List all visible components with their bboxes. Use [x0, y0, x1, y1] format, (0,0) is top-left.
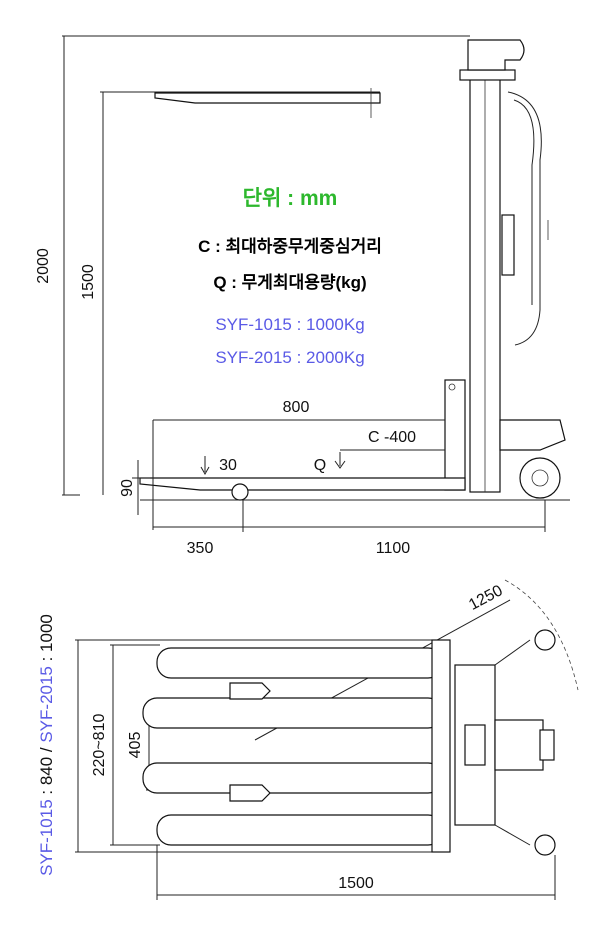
chassis-body	[499, 419, 566, 451]
dim-fork-min-label: 405	[127, 732, 144, 759]
handle-bar	[507, 91, 542, 346]
fork-clamp-bottom	[229, 784, 271, 802]
load-arrow-icon	[334, 452, 346, 469]
raised-fork	[154, 92, 381, 104]
dim-width-mid: : 840 /	[37, 743, 56, 800]
model-syf-1015: SYF-1015 : 1000Kg	[215, 315, 364, 334]
dim-front-label: 350	[187, 540, 214, 557]
fork-outer-top	[156, 647, 443, 679]
dim-lowered-height-label: 90	[119, 479, 136, 497]
dim-length-label: 1500	[338, 875, 374, 892]
dim-fork-spread-label: 220~810	[91, 714, 108, 777]
side-view: 2000 1500 800 C -400	[35, 35, 570, 557]
dim-total-height-label: 2000	[35, 248, 52, 284]
dim-30-arrow-icon	[200, 456, 210, 476]
front-roller	[231, 483, 249, 501]
pump-unit	[464, 724, 486, 766]
handle-bar-inner	[513, 99, 535, 305]
carriage-plate	[431, 639, 451, 853]
c-definition: C : 최대하중무게중심거리	[198, 237, 382, 256]
load-symbol-q: Q	[314, 457, 326, 474]
dim-width-model2: SYF-2015	[37, 666, 56, 743]
fork-clamp-top	[229, 682, 271, 700]
fork-inner-bottom	[142, 762, 443, 794]
dim-width-suffix: : 1000	[37, 614, 56, 666]
wheel-bottom	[534, 834, 556, 856]
dim-fork-thickness-label: 30	[219, 457, 237, 474]
wheel-arms	[494, 639, 531, 846]
fork-inner-top	[142, 697, 443, 729]
fork-carriage	[444, 379, 466, 491]
top-view: 1250 SYF-1015 : 840 / SYF-2015 : 1000 22…	[37, 579, 579, 900]
dim-lift-height-label: 1500	[80, 264, 97, 300]
dim-load-center-label: C -400	[368, 429, 416, 446]
model-syf-2015: SYF-2015 : 2000Kg	[215, 348, 364, 367]
lowered-fork	[139, 477, 466, 491]
dim-turn-radius-label: 1250	[466, 582, 505, 614]
dim-base-label: 1100	[376, 540, 411, 557]
dim-fork-length-label: 800	[283, 399, 310, 416]
handle-grip-top	[539, 729, 555, 761]
dim-overall-width-label: SYF-1015 : 840 / SYF-2015 : 1000	[37, 614, 56, 876]
rear-wheel	[519, 457, 561, 499]
unit-label: 단위 : mm	[243, 187, 338, 210]
mast-top-beam	[459, 69, 516, 81]
rear-wheel-hub	[531, 469, 549, 487]
wheel-top	[534, 629, 556, 651]
fork-outer-bottom	[156, 814, 443, 846]
turn-radius-arc	[504, 579, 579, 691]
handle-base	[494, 719, 544, 771]
carriage-pin	[448, 383, 456, 391]
mast-head	[467, 39, 525, 71]
hydraulic-cylinder	[501, 214, 515, 276]
q-definition: Q : 무게최대용량(kg)	[213, 273, 366, 292]
legend: 단위 : mm C : 최대하중무게중심거리 Q : 무게최대용량(kg) SY…	[198, 187, 382, 367]
dim-width-model1: SYF-1015	[37, 799, 56, 876]
